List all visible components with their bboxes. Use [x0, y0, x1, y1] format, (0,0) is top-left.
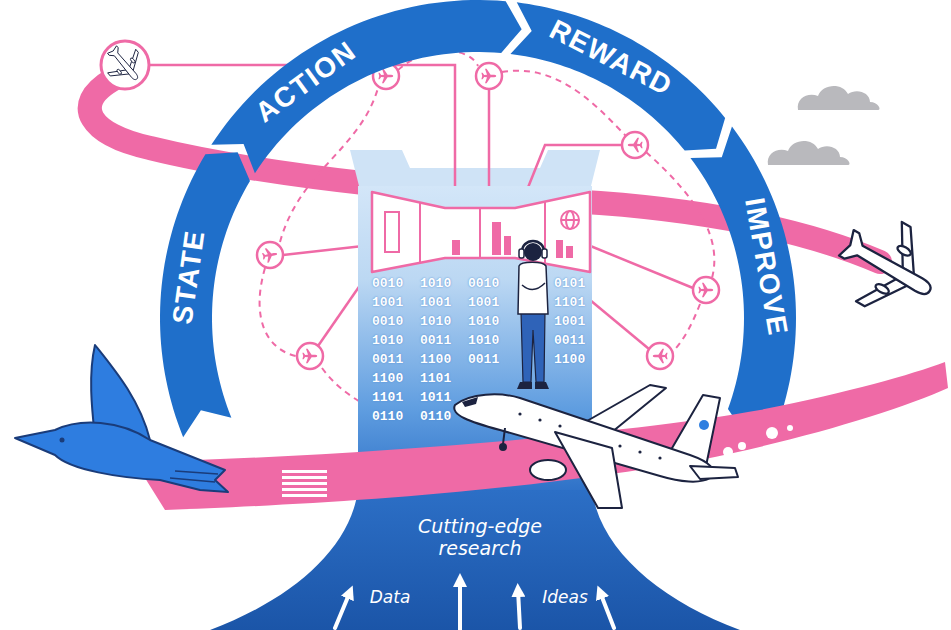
- plane-wing: [580, 385, 666, 432]
- funnel-shape: [210, 490, 740, 630]
- plane-badge: [297, 343, 323, 369]
- jet-icon: [823, 203, 951, 331]
- cloud: [798, 86, 880, 110]
- dust-puff: [766, 427, 778, 439]
- plane-cockpit: [462, 397, 478, 407]
- globe-icon: [561, 219, 579, 221]
- runway-marking: [282, 482, 327, 485]
- runway-marking: [282, 476, 327, 479]
- bar-chart: [492, 222, 501, 255]
- runway-marking: [282, 494, 327, 497]
- dust-puff: [787, 425, 793, 431]
- runway: [135, 362, 948, 510]
- globe-icon: [566, 211, 574, 229]
- runway-marking: [282, 470, 327, 473]
- bar-chart: [504, 236, 511, 255]
- link-line: [590, 300, 649, 349]
- band-shape: [690, 127, 796, 435]
- plane-icon: [378, 69, 393, 83]
- jet-icon: [98, 38, 151, 91]
- cycle-step-band: IMPROVE: [688, 124, 798, 437]
- link-line: [488, 89, 491, 200]
- screen-divider: [479, 208, 481, 258]
- person-legs: [521, 312, 545, 382]
- cycle-step-band: ACTION: [209, 0, 524, 176]
- band-shape: [510, 2, 725, 150]
- bird-body: [15, 423, 228, 492]
- plane-icon: [302, 349, 317, 363]
- plane-icon: [698, 283, 713, 297]
- cycle-step-band: STATE: [158, 150, 252, 440]
- plane-window: [518, 412, 521, 415]
- input-arrow: [600, 592, 614, 628]
- plane-tail: [668, 395, 720, 466]
- plane-stabilizer: [690, 466, 738, 479]
- binary-code: 0010 1001 0010 1010 0011 1100 1101 0110: [372, 274, 403, 426]
- plane-fuselage: [454, 394, 713, 481]
- plane-badge: [476, 63, 502, 89]
- person-shirt: [518, 262, 548, 314]
- bird-feather: [170, 471, 218, 482]
- control-tower: 0010 1001 0010 1010 0011 1100 1101 0110 1…: [358, 186, 592, 496]
- bird-eye: [60, 438, 65, 443]
- person-shoe: [535, 382, 549, 389]
- plane-badge: [622, 132, 648, 158]
- person-head: [524, 243, 542, 261]
- plane-icon: [653, 349, 668, 363]
- funnel-label: Data: [370, 588, 411, 608]
- tower-cap: [350, 150, 600, 190]
- flight-route: [672, 304, 700, 352]
- screen-panel: [385, 212, 399, 252]
- cloud: [768, 141, 850, 165]
- funnel-outline: [210, 490, 740, 630]
- plane-window: [558, 424, 561, 427]
- bird-wing: [91, 345, 150, 440]
- dust-puff: [738, 442, 746, 450]
- headphones: [519, 249, 524, 258]
- band-outline: [209, 0, 524, 176]
- person-shoe: [517, 382, 532, 389]
- plane-icon: [261, 247, 278, 264]
- band-shape: [160, 152, 250, 437]
- headphones: [522, 241, 544, 253]
- input-arrow: [335, 592, 350, 628]
- tail-logo: [699, 420, 709, 430]
- plane-window: [638, 450, 641, 453]
- bar-chart: [566, 246, 573, 258]
- plane-wing: [555, 432, 622, 508]
- cycle-step-band: REWARD: [508, 0, 728, 153]
- research-funnel: Cutting-edge researchData Ideas: [210, 490, 740, 630]
- input-arrow: [458, 580, 462, 630]
- plane-badge: [257, 242, 283, 268]
- landing-gear: [503, 428, 505, 444]
- plane-engine: [530, 460, 566, 480]
- plane-window: [618, 444, 621, 447]
- funnel-label: Ideas: [542, 588, 588, 608]
- band-shape: [211, 0, 521, 173]
- globe-icon: [561, 211, 579, 229]
- headphones: [542, 249, 547, 258]
- screen-divider: [419, 203, 421, 263]
- link-line: [588, 245, 693, 288]
- plane-icon: [628, 138, 643, 152]
- plane-window: [538, 418, 541, 421]
- plane-icon: [481, 69, 496, 83]
- binary-code: 0010 1001 1010 1010 0011: [468, 274, 499, 369]
- binary-code: 0101 1101 1001 0011 1100: [554, 274, 585, 369]
- runway-marking: [282, 488, 327, 491]
- bar-chart: [452, 240, 460, 255]
- screen-divider: [544, 202, 546, 264]
- plane-window: [658, 456, 661, 459]
- radar-screen: [372, 192, 590, 272]
- bar-chart: [556, 240, 563, 258]
- funnel-label: Cutting-edge research: [415, 516, 545, 560]
- binary-code: 1010 1001 1010 0011 1100 1101 1011 0110: [420, 274, 451, 426]
- plane-badge: [647, 343, 673, 369]
- flight-route: [260, 268, 296, 356]
- dust-puff: [723, 447, 733, 457]
- plane-badge: [693, 277, 719, 303]
- landing-gear: [500, 444, 506, 450]
- input-arrow: [518, 590, 520, 628]
- person-arm: [522, 283, 545, 289]
